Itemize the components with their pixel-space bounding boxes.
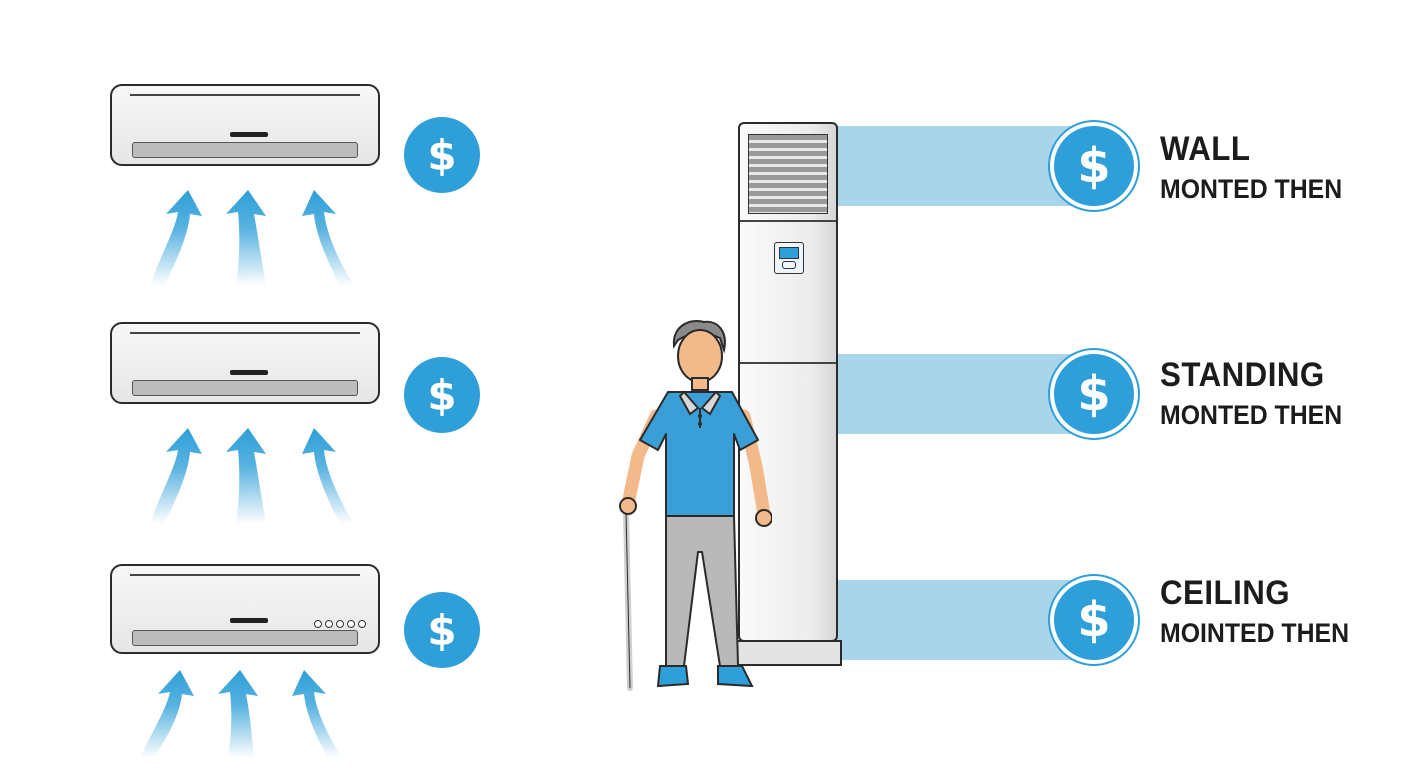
airflow-arrows-icon [150,428,354,524]
floor-standing-ac-icon [738,122,838,642]
dollar-coin-icon: $ [404,357,480,433]
wall-band [836,126,1072,206]
person-with-cane-icon [619,320,772,691]
label-title-ceiling: CEILING [1160,574,1291,612]
label-title-standing: STANDING [1160,356,1325,394]
airflow-arrows-icon [150,190,354,286]
wall-ac-unit-icon [110,84,380,166]
label-subtitle-wall: MONTED THEN [1160,174,1343,204]
label-subtitle-standing: MONTED THEN [1160,400,1343,430]
dollar-coin-icon: $ [1050,122,1138,210]
label-title-wall: WALL [1160,130,1251,168]
tower-base [732,640,842,666]
label-subtitle-ceiling: MOINTED THEN [1160,618,1350,648]
ceiling-band [836,580,1072,660]
dollar-coin-icon: $ [404,592,480,668]
airflow-arrows-icon [140,670,342,758]
dollar-coin-icon: $ [1050,350,1138,438]
wall-ac-unit-icon [110,322,380,404]
standing-band [836,354,1072,434]
dollar-coin-icon: $ [404,117,480,193]
dollar-coin-icon: $ [1050,576,1138,664]
wall-ac-unit-icon [110,564,380,654]
